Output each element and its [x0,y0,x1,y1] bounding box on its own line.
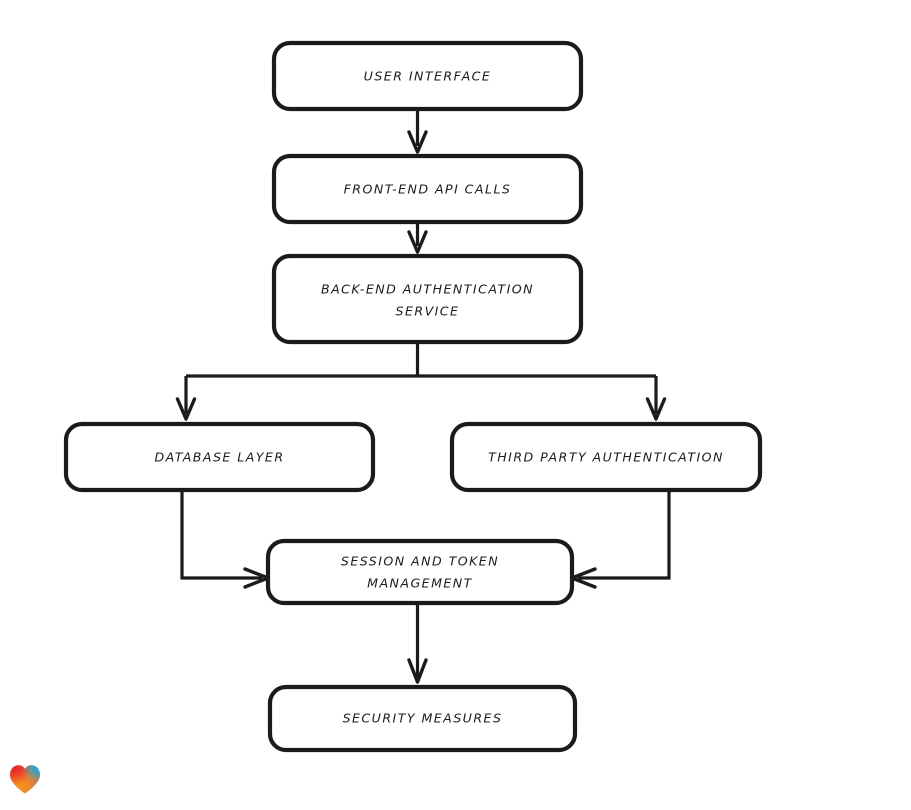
node-session-and-token-management-label-line2: MANAGEMENT [367,576,473,591]
node-security-measures-shape[interactable] [267,684,578,753]
node-user-interface[interactable]: USER INTERFACE [271,40,584,112]
node-third-party-authentication-label: THIRD PARTY AUTHENTICATION [488,450,724,465]
node-database-layer[interactable]: DATABASE LAYER [63,421,376,493]
node-front-end-api-calls[interactable]: FRONT-END API CALLS [271,153,584,225]
node-back-end-authentication-service-label-line1: BACK-END AUTHENTICATION [321,282,534,297]
node-back-end-authentication-service[interactable]: BACK-END AUTHENTICATION SERVICE [271,253,584,345]
node-session-and-token-management[interactable]: SESSION AND TOKEN MANAGEMENT [265,538,575,606]
node-third-party-authentication-shape[interactable] [449,421,763,493]
node-user-interface-shape[interactable] [271,40,584,112]
node-back-end-authentication-service-label-line2: SERVICE [396,304,460,319]
node-front-end-api-calls-label: FRONT-END API CALLS [344,182,512,197]
edge-front-end-api-calls-to-back-end-authentication-service [407,222,428,254]
edge-arrow-to-database-layer [175,397,197,421]
edge-third-party-authentication-to-session-and-token-management [570,490,671,589]
node-back-end-authentication-service-shape[interactable] [271,253,584,345]
node-session-and-token-management-shape[interactable] [265,538,575,606]
node-front-end-api-calls-shape[interactable] [271,153,584,225]
edge-user-interface-to-front-end-api-calls [407,109,428,154]
node-database-layer-shape[interactable] [63,421,376,493]
node-session-and-token-management-label-line1: SESSION AND TOKEN [341,554,499,569]
node-third-party-authentication[interactable]: THIRD PARTY AUTHENTICATION [449,421,763,493]
node-security-measures[interactable]: SECURITY MEASURES [267,684,578,753]
edge-back-end-authentication-service-branch [184,342,658,414]
edge-database-layer-to-session-and-token-management [180,490,270,589]
edge-arrow-to-third-party-authentication [645,397,667,421]
edge-session-and-token-management-to-security-measures [407,603,428,684]
heart-icon [10,765,40,794]
node-security-measures-label: SECURITY MEASURES [343,711,503,726]
node-user-interface-label: USER INTERFACE [364,69,492,84]
node-database-layer-label: DATABASE LAYER [154,450,284,465]
